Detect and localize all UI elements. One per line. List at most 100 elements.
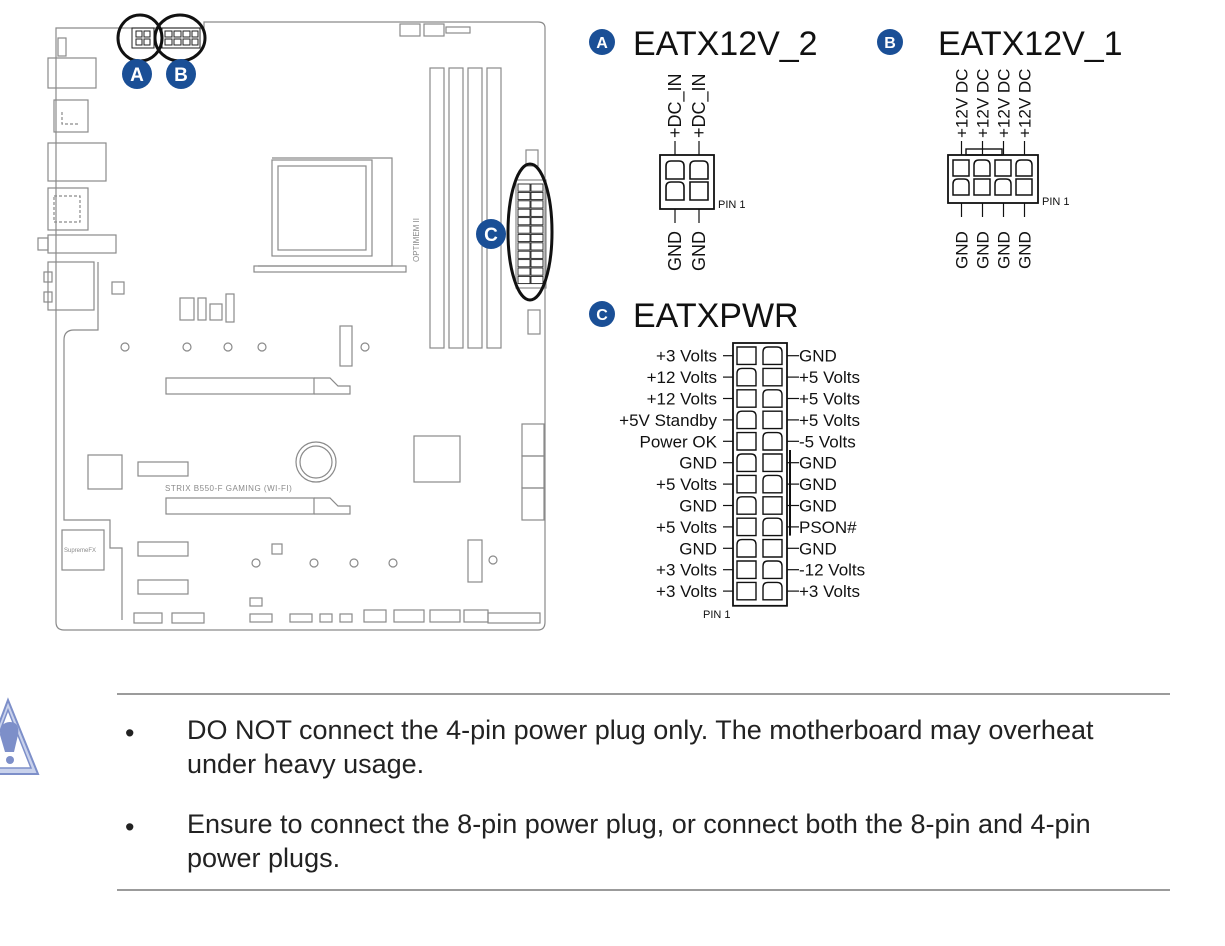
connector-a-pin1-label: PIN 1	[718, 199, 746, 211]
connector-c-pin	[762, 517, 783, 537]
connector-c-pin	[762, 431, 783, 451]
connector-c-pin-label-left: +12 Volts	[647, 390, 717, 409]
svg-text:C: C	[596, 307, 608, 324]
board-connector-c-pin	[517, 217, 531, 226]
connector-b-pin	[1015, 178, 1033, 196]
connector-c-pin-label-left: +5V Standby	[619, 411, 717, 430]
board-connector-c-pin	[530, 267, 544, 276]
warning-triangle-icon	[0, 697, 40, 775]
board-connector-a	[131, 27, 155, 49]
connector-c-heading: C EATXPWR	[589, 297, 799, 335]
connector-a-pin	[689, 181, 709, 201]
connector-b-pin-label-top: +12V DC	[974, 69, 993, 138]
connector-b-pin	[973, 159, 991, 177]
audio-label: SupremeFX	[64, 548, 96, 554]
divider-bottom	[117, 889, 1170, 891]
connector-c-pin-label-right: +5 Volts	[799, 390, 860, 409]
connector-c-pin-label-left: GND	[679, 497, 717, 516]
connector-c-pin	[736, 389, 757, 408]
connector-c-pin	[762, 560, 783, 580]
connector-c-pin	[762, 346, 783, 366]
connector-c-pin-label-left: Power OK	[640, 432, 718, 451]
board-connector-c-pin	[517, 191, 531, 201]
badge-a-board: A	[122, 59, 152, 89]
connector-b-pin	[994, 178, 1012, 196]
connector-c-pin-label-left: +3 Volts	[656, 582, 717, 601]
connector-b-pin-label-bottom: GND	[1016, 231, 1035, 269]
connector-c-pin-label-right: -12 Volts	[799, 561, 865, 580]
board-connector-c-pin	[517, 208, 531, 217]
board-connector-c-pin	[530, 191, 544, 201]
connector-c-pin-label-right: GND	[799, 475, 837, 494]
connector-a-heading: A EATX12V_2	[589, 25, 818, 63]
connector-b-pin	[1015, 159, 1033, 177]
board-model-label: STRIX B550-F GAMING (WI-FI)	[165, 484, 292, 493]
connector-b-title: EATX12V_1	[938, 25, 1123, 63]
connector-c-pin	[736, 496, 757, 515]
connector-c-pin-label-left: +3 Volts	[656, 347, 717, 366]
connector-c-pin	[736, 517, 757, 537]
connector-c-pin	[762, 367, 783, 387]
connector-c-pin	[736, 474, 757, 494]
connector-c-pin	[736, 431, 757, 451]
connector-c-pin-label-left: +3 Volts	[656, 561, 717, 580]
connector-c-pin	[736, 453, 757, 473]
bullet-1: •	[125, 718, 135, 748]
connector-c-pin	[762, 581, 783, 601]
board-connector-c-pin	[517, 259, 531, 268]
connector-c-pin	[736, 346, 757, 366]
board-connector-c-pin	[517, 275, 531, 285]
board-connector-c-pin	[517, 225, 531, 234]
connector-a-pin-label-top: +DC_IN	[689, 73, 710, 138]
connector-b-pin	[973, 178, 991, 196]
connector-c-pin	[762, 496, 783, 515]
connector-b-pin-label-top: +12V DC	[953, 69, 972, 138]
connector-c-pin-label-right: -5 Volts	[799, 432, 856, 451]
connector-c-pin-label-right: +5 Volts	[799, 368, 860, 387]
connector-b-pin-label-bottom: GND	[995, 231, 1014, 269]
connector-a-pin	[665, 160, 685, 180]
connector-c-housing	[732, 342, 788, 607]
connector-c-pin	[762, 389, 783, 408]
connector-b-pin1-label: PIN 1	[1042, 196, 1070, 208]
connector-b-pin-label-bottom: GND	[953, 231, 972, 269]
board-connector-c-pin	[517, 250, 531, 259]
connector-c-pin-label-left: +12 Volts	[647, 368, 717, 387]
connector-c-pin	[736, 560, 757, 580]
connector-c-pin-label-right: GND	[799, 347, 837, 366]
board-connector-c-pin	[530, 208, 544, 217]
connector-a-pin-label-bottom: GND	[689, 231, 709, 271]
connector-b-latch	[965, 148, 1003, 156]
connector-c-pin	[762, 453, 783, 473]
connector-c-pin-label-right: GND	[799, 497, 837, 516]
connector-c-pin	[736, 410, 757, 430]
connector-b-pin	[952, 178, 970, 196]
connector-a-title: EATX12V_2	[633, 25, 818, 63]
connector-c-pin-label-right: GND	[799, 539, 837, 558]
board-connector-c	[517, 183, 544, 285]
board-connector-c-pin	[530, 233, 544, 243]
connector-a-pin-label-top: +DC_IN	[665, 73, 686, 138]
connector-b-pin-label-top: +12V DC	[995, 69, 1014, 138]
connector-a-housing	[659, 154, 715, 210]
connector-c-pin	[762, 538, 783, 558]
note-2: Ensure to connect the 8-pin power plug, …	[187, 809, 1091, 873]
connector-c-pin	[762, 410, 783, 430]
board-connector-c-pin	[517, 267, 531, 276]
connector-c-pin	[736, 367, 757, 387]
connector-b-pin	[994, 159, 1012, 177]
connector-b-heading: B EATX12V_1	[877, 25, 1123, 63]
connector-c-pin1-label: PIN 1	[703, 609, 731, 621]
connector-c-pin	[736, 581, 757, 601]
connector-c-pin-label-left: +5 Volts	[656, 518, 717, 537]
connector-c-pin-label-right: +5 Volts	[799, 411, 860, 430]
board-connector-c-pin	[530, 217, 544, 226]
highlight-ring-c	[506, 162, 554, 302]
note-1: DO NOT connect the 4-pin power plug only…	[187, 715, 1094, 779]
connector-b-pin-label-bottom: GND	[974, 231, 993, 269]
connector-b-pin	[952, 159, 970, 177]
